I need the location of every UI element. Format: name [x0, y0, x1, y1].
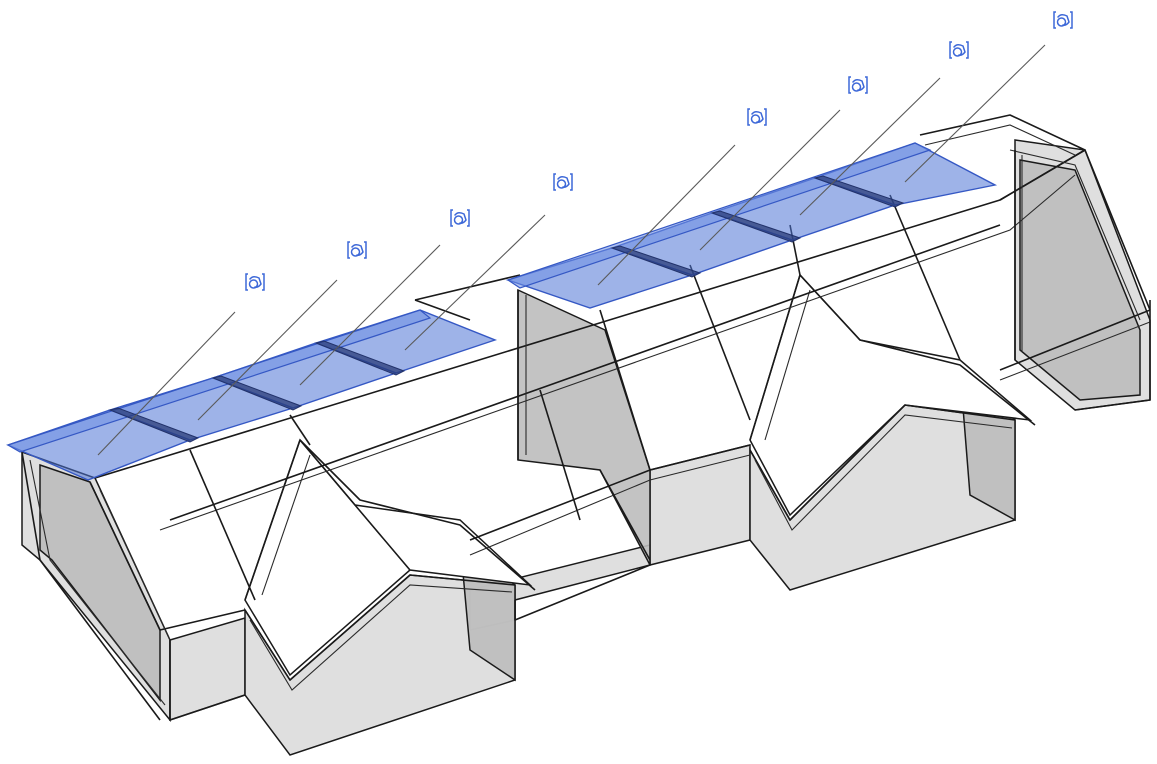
building-walls — [21, 139, 1151, 723]
front-wall-left — [169, 616, 246, 722]
ridge-tag-icon[interactable] — [1053, 11, 1073, 29]
ridge-tag-icon[interactable] — [450, 209, 470, 227]
ridge-tag-icon[interactable] — [347, 241, 367, 259]
front-eave — [89, 481, 246, 631]
ridge-tag-icon[interactable] — [553, 173, 573, 191]
ridge-tags[interactable] — [245, 11, 1073, 291]
right-end-wall-inner — [1019, 159, 1141, 401]
ridge-tag-icon[interactable] — [245, 273, 265, 291]
dormer-left-valley — [244, 439, 301, 601]
ridge-selection[interactable] — [6, 142, 998, 481]
dormer-left — [244, 438, 536, 756]
ridge-tag-icon[interactable] — [949, 41, 969, 59]
dormer-left-roof-right — [299, 439, 533, 587]
tag-leaders — [97, 44, 1046, 456]
main-roof — [21, 114, 1151, 721]
front-wall-center — [649, 444, 751, 566]
ridge-tag-icon[interactable] — [848, 76, 868, 94]
dormer-right — [749, 273, 1036, 591]
ridge-tag-icon[interactable] — [747, 108, 767, 126]
